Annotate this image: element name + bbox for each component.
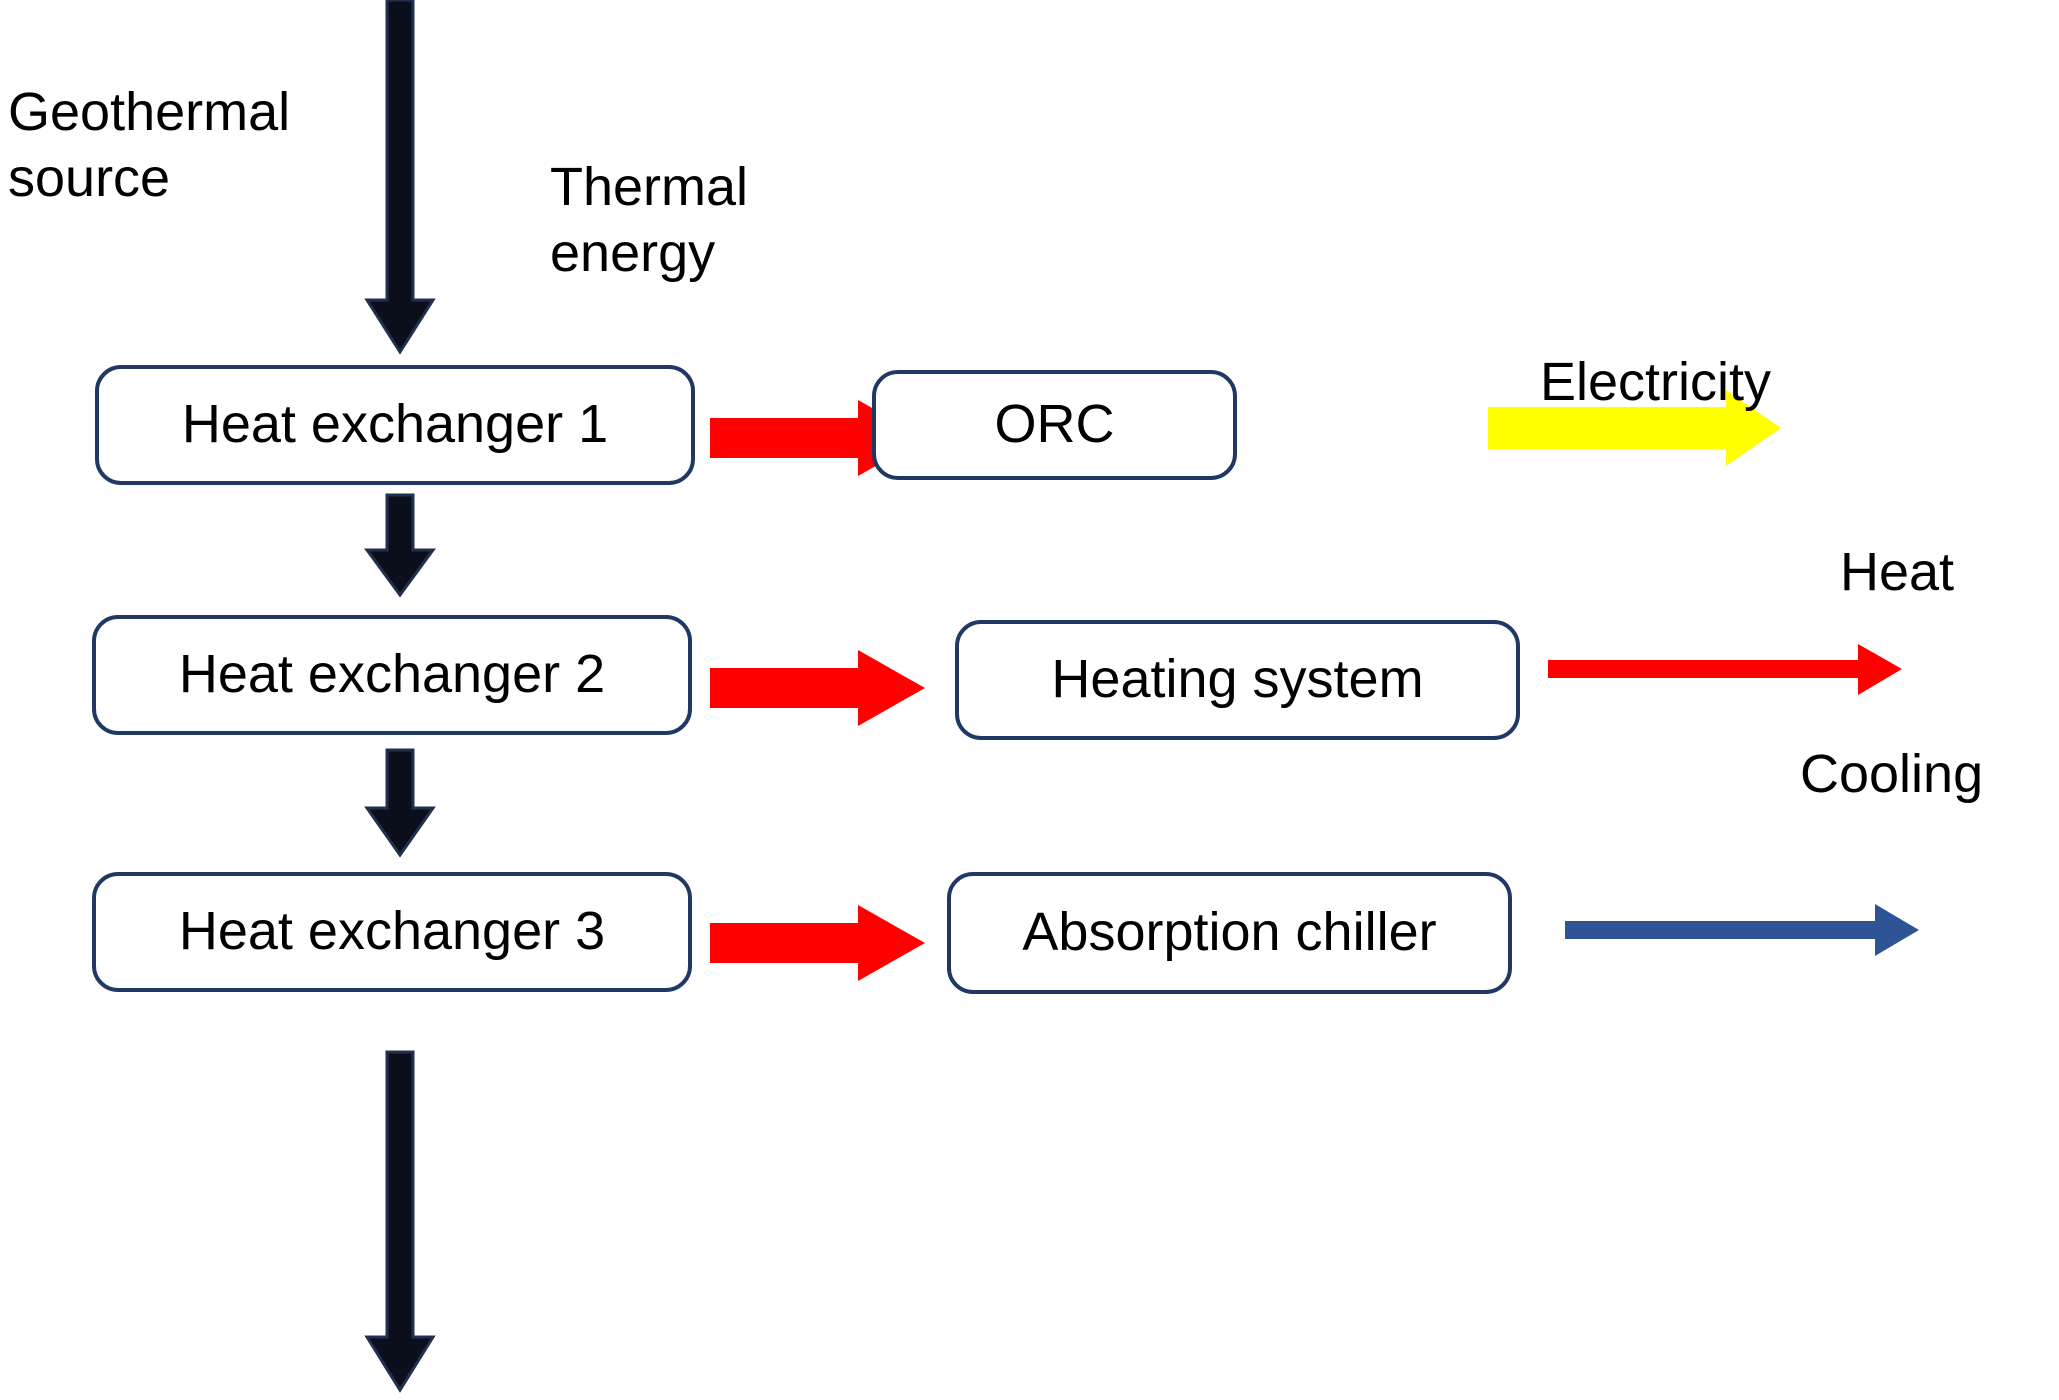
arrow-geothermal-source-to-heat-exchanger-1	[364, 0, 436, 355]
node-heating-system[interactable]: Heating system	[955, 620, 1520, 740]
arrow-orc-to-electricity	[1488, 390, 1781, 466]
node-heat-exchanger-2[interactable]: Heat exchanger 2	[92, 615, 692, 735]
arrow-heat-exchanger-1-to-heat-exchanger-2	[364, 493, 436, 598]
arrow-absorption-chiller-to-cooling	[1565, 904, 1919, 956]
node-heat-exchanger-1[interactable]: Heat exchanger 1	[95, 365, 695, 485]
label-electricity: Electricity	[1540, 352, 1772, 412]
label-heat: Heat	[1840, 542, 1955, 602]
node-absorption-chiller[interactable]: Absorption chiller	[947, 872, 1512, 994]
arrow-heat-exchanger-2-to-heating-system	[710, 650, 925, 726]
arrow-heat-exchanger-3-to-absorption-chiller	[710, 905, 925, 981]
node-orc[interactable]: ORC	[872, 370, 1237, 480]
label-thermal-energy: Thermal energy	[550, 157, 749, 283]
label-geothermal-source: Geothermal source	[8, 82, 291, 208]
label-cooling: Cooling	[1800, 744, 1984, 804]
arrow-heat-exchanger-1-to-orc	[710, 400, 925, 476]
arrow-heat-exchanger-2-to-heat-exchanger-3	[364, 748, 436, 858]
arrow-heat-exchanger-3-outlet	[364, 1050, 436, 1393]
node-label-heat-exchanger-1: Heat exchanger 1	[181, 394, 609, 455]
node-heat-exchanger-3[interactable]: Heat exchanger 3	[92, 872, 692, 992]
node-label-heating-system: Heating system	[1051, 649, 1424, 710]
arrow-heating-system-to-heat	[1548, 644, 1902, 695]
node-label-absorption-chiller: Absorption chiller	[1022, 902, 1437, 963]
node-label-heat-exchanger-3: Heat exchanger 3	[178, 901, 606, 962]
node-label-orc: ORC	[994, 394, 1115, 455]
node-label-heat-exchanger-2: Heat exchanger 2	[178, 644, 606, 705]
